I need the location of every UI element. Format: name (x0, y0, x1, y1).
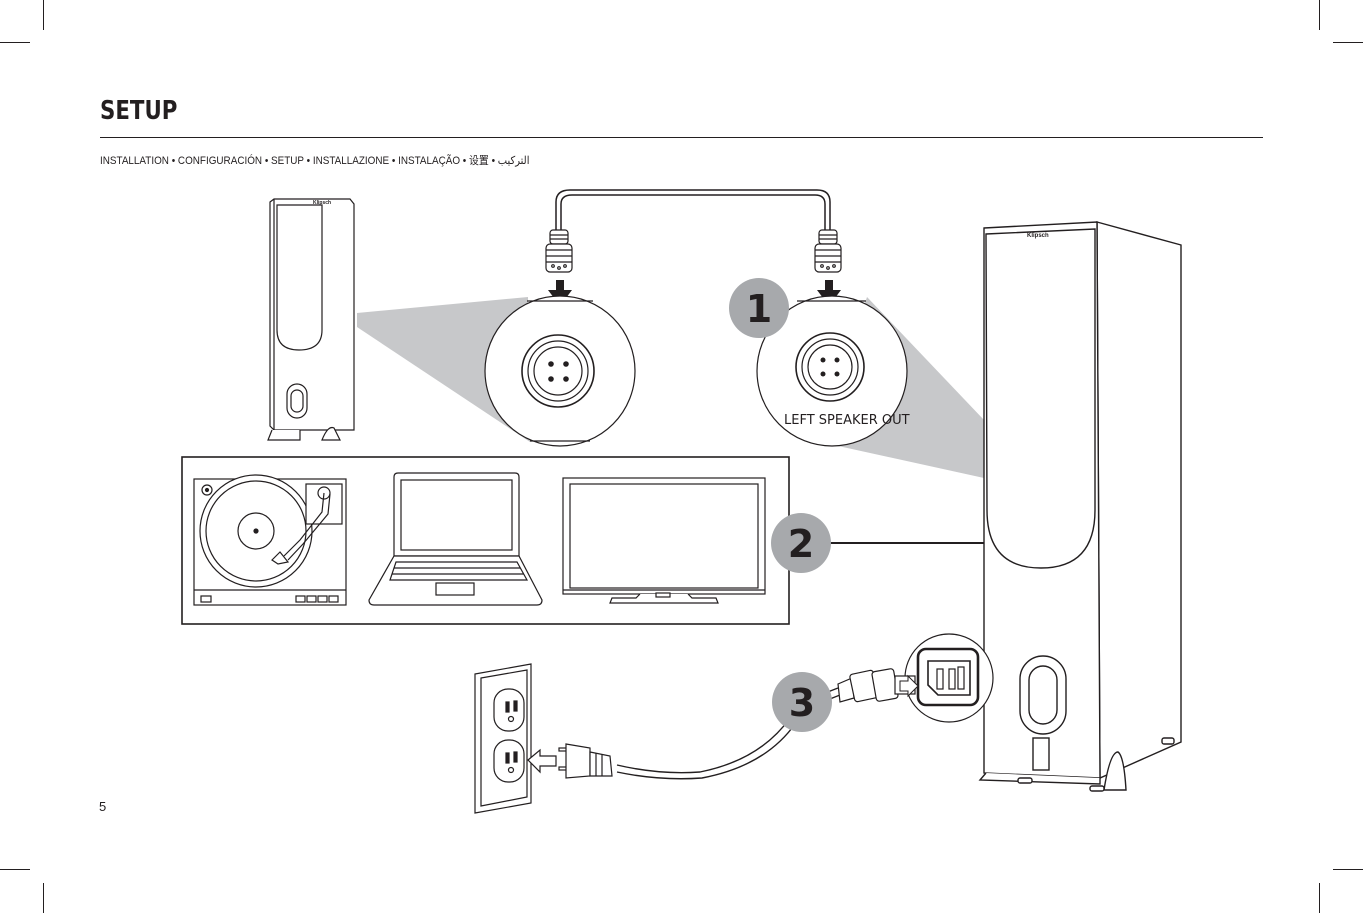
crop-mark (0, 42, 30, 43)
svg-text:Klipsch: Klipsch (313, 200, 331, 206)
port-label: LEFT SPEAKER OUT (784, 413, 910, 428)
svg-text:Klipsch: Klipsch (1027, 233, 1049, 239)
zoom-beam-left (357, 297, 530, 442)
right-speaker: Klipsch (978, 221, 1182, 792)
crop-mark (1333, 869, 1363, 870)
tv-icon (562, 477, 766, 604)
arrow-left-icon (527, 748, 557, 774)
arrow-right-icon (899, 674, 919, 698)
crop-mark (0, 869, 30, 870)
zoom-circle-speaker-in (484, 295, 636, 447)
cable-connector-right (814, 229, 842, 273)
step-1-callout: 1 (729, 278, 789, 338)
laptop-icon (368, 472, 543, 606)
step-3-callout: 3 (772, 672, 832, 732)
zoom-circle-speaker-out: LEFT SPEAKER OUT (756, 295, 910, 447)
crop-mark (1319, 0, 1320, 30)
page-number: 5 (99, 799, 107, 814)
step-number: 3 (789, 681, 815, 725)
speaker-cable (555, 189, 831, 232)
crop-mark (1319, 883, 1320, 913)
step-number: 1 (746, 287, 772, 331)
arrow-down-icon (548, 280, 572, 306)
step-2-callout: 2 (771, 513, 831, 573)
turntable-icon (193, 474, 347, 606)
page-subtitle: INSTALLATION • CONFIGURACIÓN • SETUP • I… (100, 155, 530, 167)
page-title: SETUP (100, 96, 178, 126)
crop-mark (1333, 42, 1363, 43)
crop-mark (43, 883, 44, 913)
left-speaker: Klipsch (267, 198, 355, 441)
crop-mark (43, 0, 44, 30)
power-inlet-zoom (904, 633, 994, 723)
title-rule (100, 137, 1263, 138)
wall-plug (558, 743, 613, 779)
cable-connector-left (545, 229, 573, 273)
wall-outlet (474, 663, 532, 814)
step-number: 2 (788, 522, 814, 566)
arrow-down-icon (817, 280, 841, 306)
source-devices-panel (181, 456, 790, 625)
